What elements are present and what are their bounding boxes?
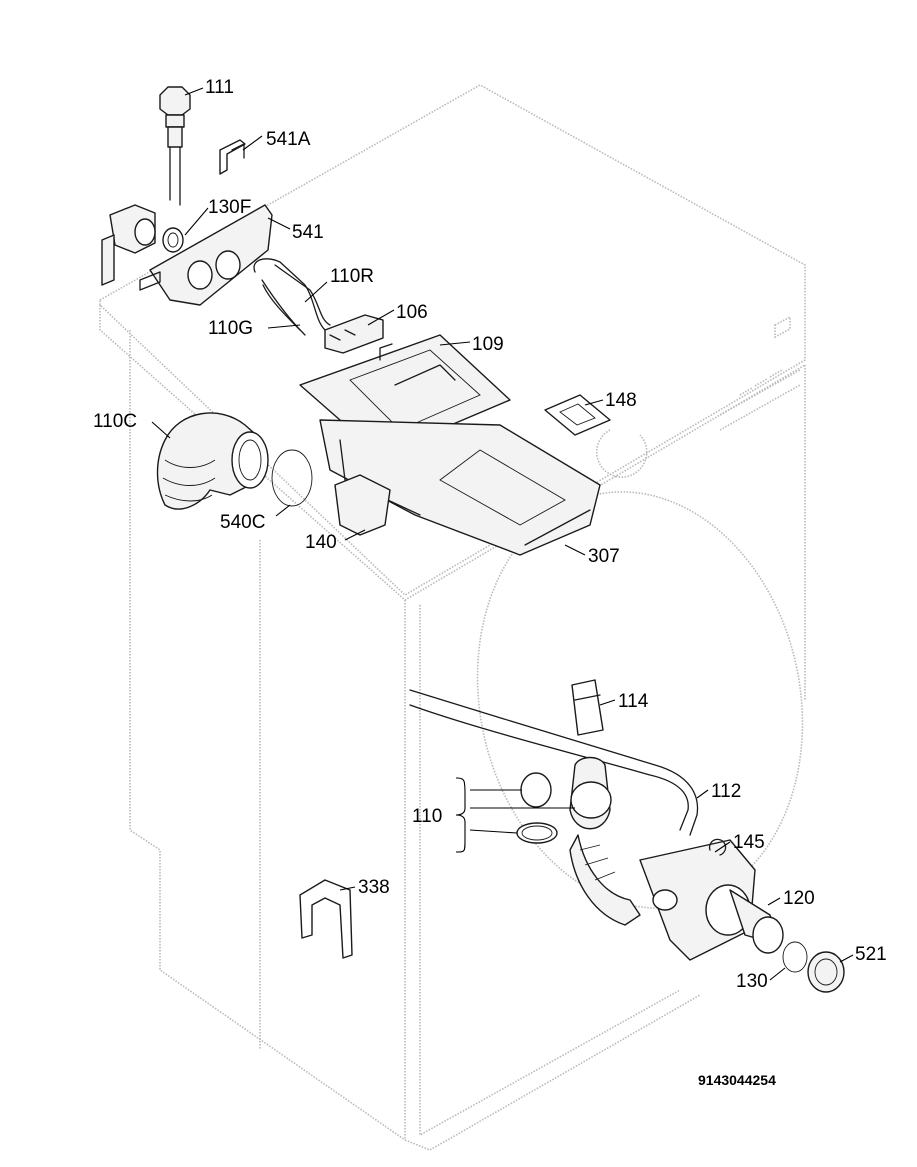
part-130-ring: [782, 941, 808, 973]
part-307-dispenser-housing: [319, 419, 601, 556]
label-106: 106: [396, 302, 428, 323]
part-540c-clamp: [271, 449, 313, 507]
label-148: 148: [605, 390, 637, 411]
label-145: 145: [733, 832, 765, 853]
part-112-drain-hose: [409, 689, 699, 836]
label-521: 521: [855, 944, 887, 965]
part-541a-clip: [219, 139, 246, 175]
part-130f-ring-seal: [162, 227, 184, 253]
label-140: 140: [305, 532, 337, 553]
label-110g: 110G: [208, 318, 253, 339]
parts-110r-110g-hoses: [253, 258, 331, 336]
part-106-connector: [324, 314, 384, 354]
leader-lines: [151, 87, 854, 981]
label-111: 111: [205, 77, 234, 98]
part-140-box: [334, 474, 391, 536]
label-110c: 110C: [93, 411, 137, 432]
label-540c: 540C: [220, 512, 265, 533]
label-541: 541: [292, 222, 324, 243]
label-130: 130: [736, 971, 768, 992]
label-114: 114: [618, 691, 649, 712]
label-338: 338: [358, 877, 390, 898]
inlet-elbow-connector: [101, 204, 156, 286]
label-120: 120: [783, 888, 815, 909]
part-148-insert: [544, 394, 611, 436]
part-labels: 111 541A 130F 541 110R 106 110G 109 148 …: [93, 77, 887, 992]
label-541a: 541A: [266, 129, 311, 150]
label-110: 110: [412, 806, 442, 827]
part-120-filter: [705, 884, 784, 954]
part-110c-bellows-hose: [156, 412, 269, 510]
part-111-inlet-hose: [159, 86, 191, 206]
part-338-u-clip: [299, 879, 353, 959]
label-130f: 130F: [208, 197, 251, 218]
label-112: 112: [711, 781, 741, 802]
drawing-code: 9143044254: [698, 1072, 776, 1088]
part-541-bracket: [139, 204, 273, 306]
part-114-sleeve: [571, 679, 604, 736]
part-521-cap: [807, 951, 845, 993]
label-109: 109: [472, 334, 504, 355]
label-110r: 110R: [330, 266, 374, 287]
label-307: 307: [588, 546, 620, 567]
part-110-pump-assembly: [516, 756, 641, 926]
